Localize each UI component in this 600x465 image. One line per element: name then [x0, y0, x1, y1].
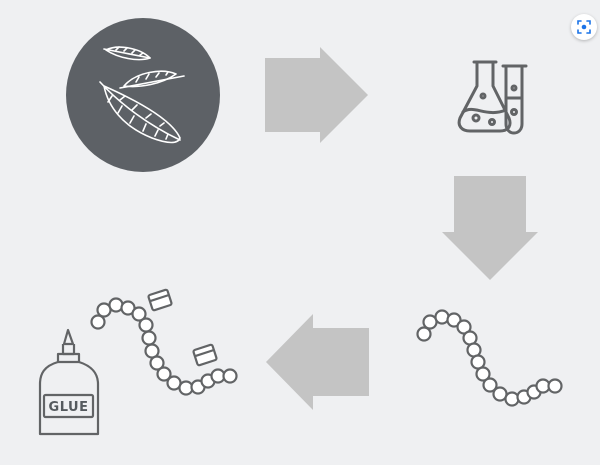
visual-search-icon	[577, 20, 591, 34]
lab-flasks-icon	[457, 60, 528, 135]
feathers-step	[66, 18, 220, 172]
bead-chain-with-tubes-icon	[90, 288, 238, 396]
bead-chain-icon	[416, 309, 563, 407]
arrow-down	[442, 176, 538, 280]
arrow-left	[266, 314, 369, 410]
arrow-right	[265, 47, 368, 143]
visual-search-button[interactable]	[571, 14, 597, 40]
glue-label: GLUE	[49, 400, 89, 415]
feathers-circle	[66, 18, 220, 172]
feathers-icon	[99, 46, 185, 144]
glue-bottle-icon	[38, 328, 100, 436]
